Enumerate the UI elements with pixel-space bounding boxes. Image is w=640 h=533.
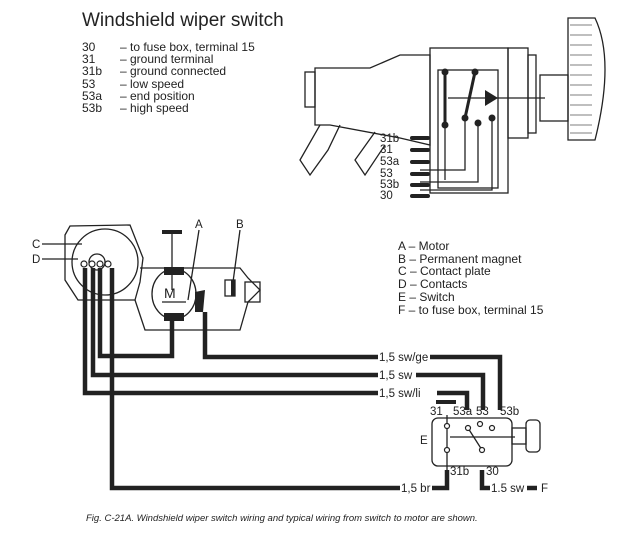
pin-label: 53 xyxy=(380,168,393,180)
legend-desc: – high speed xyxy=(120,101,189,115)
parts-legend-item: C – Contact plate xyxy=(398,264,491,278)
wire-label-sw-li: 1,5 sw/li xyxy=(379,388,421,400)
switch-illustration: 31b 31 53a 53 53b 30 xyxy=(299,17,606,202)
parts-legend-item: A – Motor xyxy=(398,239,449,253)
legend-code: 30 xyxy=(82,40,96,54)
terminal-53: 53 xyxy=(476,406,489,418)
legend-desc: – end position xyxy=(120,89,195,103)
figure-caption: Fig. C-21A. Windshield wiper switch wiri… xyxy=(86,513,478,524)
wire-label-sw: 1,5 sw xyxy=(379,370,413,382)
legend-desc: – ground terminal xyxy=(120,52,213,66)
parts-legend-item: F – to fuse box, terminal 15 xyxy=(398,303,544,317)
pin-label: 53a xyxy=(380,156,400,168)
wire-label-sw-ge: 1,5 sw/ge xyxy=(379,352,428,364)
terminal-53a: 53a xyxy=(453,406,473,418)
pin-label: 31 xyxy=(380,144,393,156)
legend-code: 31b xyxy=(82,64,102,78)
callout-b: B xyxy=(236,219,244,231)
callout-e: E xyxy=(420,435,428,447)
parts-legend: A – Motor B – Permanent magnet C – Conta… xyxy=(398,239,544,317)
legend-desc: – ground connected xyxy=(120,64,226,78)
callout-f: F xyxy=(541,483,548,495)
motor-assembly: M A B C D xyxy=(32,219,261,331)
terminal-legend: 30 – to fuse box, terminal 15 31 – groun… xyxy=(82,40,255,115)
wire-label-br: 1,5 br xyxy=(401,483,431,495)
motor-symbol: M xyxy=(164,285,176,301)
callout-c: C xyxy=(32,239,40,251)
diagram-title: Windshield wiper switch xyxy=(82,10,284,31)
pin-label: 30 xyxy=(380,190,393,202)
legend-desc: – low speed xyxy=(120,77,184,91)
legend-code: 53b xyxy=(82,101,102,115)
terminal-31b: 31b xyxy=(450,466,469,478)
switch-e: E 31 53a 53 53b 31b 30 xyxy=(420,406,541,478)
callout-d: D xyxy=(32,254,40,266)
wiring: 1,5 sw/ge 1,5 sw 1,5 sw/li 1,5 br 1.5 sw… xyxy=(82,268,548,495)
legend-desc: – to fuse box, terminal 15 xyxy=(120,40,255,54)
callout-a: A xyxy=(195,219,203,231)
terminal-30: 30 xyxy=(486,466,499,478)
parts-legend-item: B – Permanent magnet xyxy=(398,252,522,266)
terminal-31: 31 xyxy=(430,406,443,418)
legend-code: 53a xyxy=(82,89,102,103)
pin-label: 31b xyxy=(380,133,399,145)
legend-code: 31 xyxy=(82,52,96,66)
terminal-53b: 53b xyxy=(500,406,519,418)
parts-legend-item: D – Contacts xyxy=(398,277,467,291)
parts-legend-item: E – Switch xyxy=(398,290,455,304)
wire-label-sw-f: 1.5 sw xyxy=(491,483,525,495)
legend-code: 53 xyxy=(82,77,96,91)
pin-label: 53b xyxy=(380,179,399,191)
